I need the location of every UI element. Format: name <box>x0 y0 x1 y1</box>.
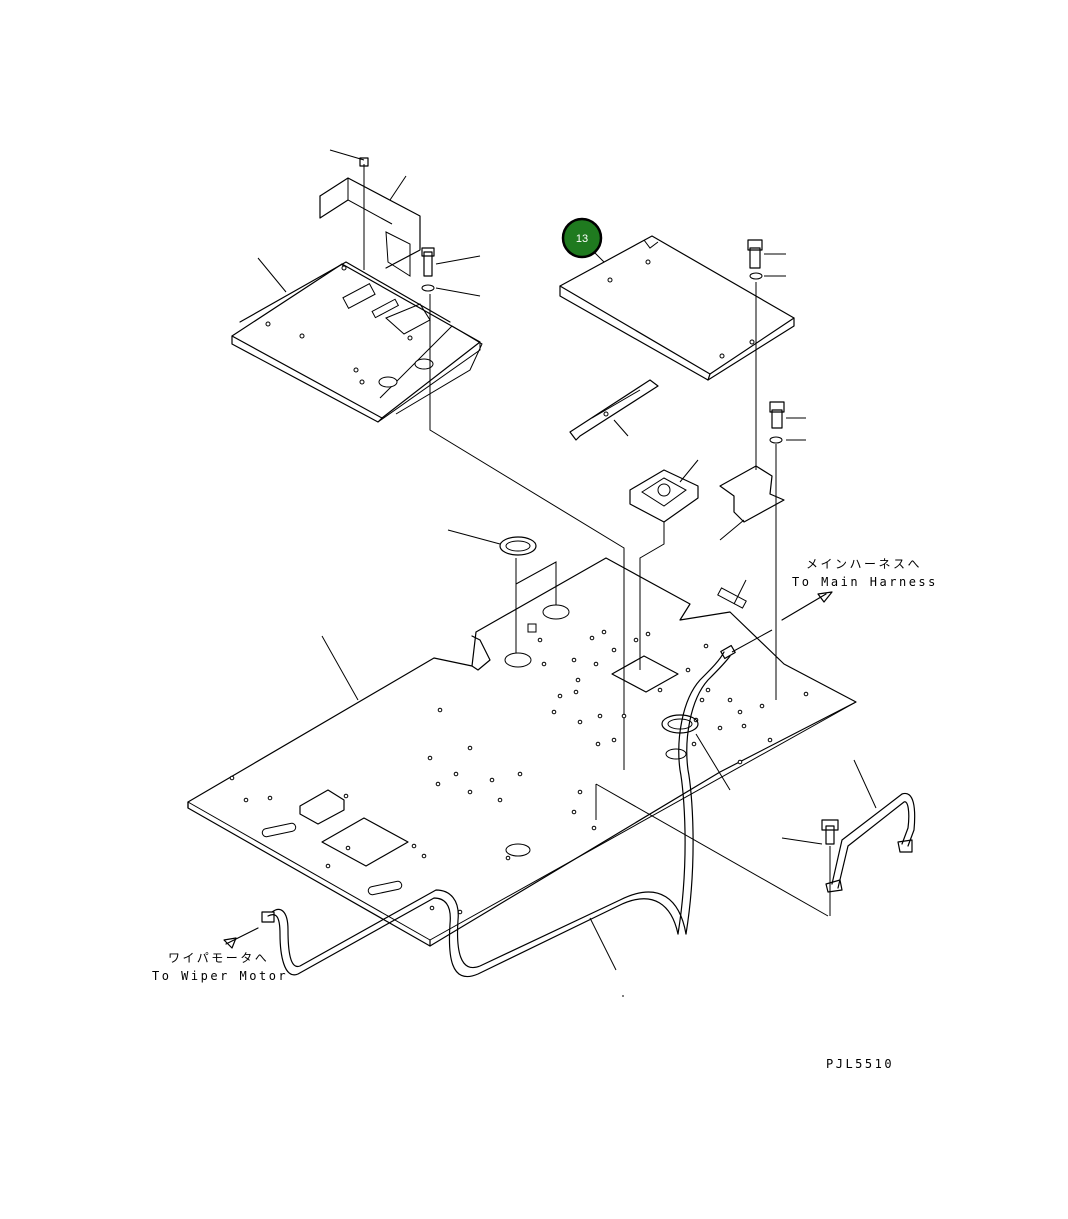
floor-mount-hole <box>467 789 473 795</box>
floor-mount-hole <box>573 689 579 695</box>
floor-mount-hole <box>595 741 601 747</box>
floor-mount-hole <box>411 843 417 849</box>
floor-mount-hole <box>621 713 627 719</box>
floor-mount-hole <box>611 647 617 653</box>
floor-mount-hole <box>453 771 459 777</box>
floor-mount-hole <box>577 789 583 795</box>
callout-13-badge[interactable] <box>561 217 603 259</box>
wiper-motor-jp-label: ワイパモータへ <box>168 951 269 965</box>
callout-13-label: 13 <box>576 233 588 245</box>
floor-mount-hole <box>325 863 331 869</box>
floor-mount-hole <box>267 795 273 801</box>
floor-mount-hole <box>717 725 723 731</box>
floor-mount-hole <box>517 771 523 777</box>
drawing-code: PJL5510 <box>826 1057 894 1071</box>
main-harness-jp-label: メインハーネスへ <box>806 557 922 571</box>
floor-mount-hole <box>571 809 577 815</box>
floor-mount-hole <box>591 825 597 831</box>
floor-mount-hole <box>489 777 495 783</box>
floor-mount-hole <box>505 855 511 861</box>
floor-mount-hole <box>699 697 705 703</box>
floor-mount-hole <box>243 797 249 803</box>
floor-mount-hole <box>593 661 599 667</box>
floor-mount-hole <box>767 737 773 743</box>
floor-mount-hole <box>705 687 711 693</box>
floor-mount-hole <box>541 661 547 667</box>
floor-mount-hole <box>657 687 663 693</box>
floor-mount-hole <box>551 709 557 715</box>
floor-mount-hole <box>229 775 235 781</box>
floor-mount-hole <box>577 719 583 725</box>
floor-mount-hole <box>803 691 809 697</box>
floor-mount-hole <box>497 797 503 803</box>
floor-plate <box>187 557 857 947</box>
main-harness-en-label: To Main Harness <box>792 575 938 589</box>
floor-mount-hole <box>741 723 747 729</box>
floor-mount-hole <box>575 677 581 683</box>
floor-mount-hole <box>589 635 595 641</box>
floor-mount-hole <box>421 853 427 859</box>
floor-mount-hole <box>611 737 617 743</box>
harness-wiper <box>223 889 687 997</box>
floor-mount-hole <box>737 709 743 715</box>
floor-mount-hole <box>759 703 765 709</box>
left-cover-assembly <box>231 149 625 770</box>
floor-mount-hole <box>467 745 473 751</box>
floor-mount-hole <box>633 637 639 643</box>
wiper-motor-en-label: To Wiper Motor <box>152 969 288 983</box>
floor-mount-hole <box>435 781 441 787</box>
handrail <box>781 759 916 916</box>
floor-mount-hole <box>557 693 563 699</box>
floor-mount-hole <box>429 905 435 911</box>
callout-13[interactable]: 13 <box>561 217 603 259</box>
floor-mount-hole <box>685 667 691 673</box>
harness-main <box>661 591 833 935</box>
floor-mount-hole <box>427 755 433 761</box>
floor-mount-hole <box>343 793 349 799</box>
floor-mount-hole <box>345 845 351 851</box>
floor-mount-hole <box>537 637 543 643</box>
cover-plate-13 <box>559 235 806 700</box>
floor-mount-hole <box>737 759 743 765</box>
floor-mount-hole <box>571 657 577 663</box>
floor-mount-hole <box>645 631 651 637</box>
floor-mount-hole <box>691 741 697 747</box>
floor-mount-hole <box>437 707 443 713</box>
floor-mount-hole <box>727 697 733 703</box>
floor-mount-hole <box>601 629 607 635</box>
floor-mount-hole <box>703 643 709 649</box>
floor-mount-hole <box>597 713 603 719</box>
